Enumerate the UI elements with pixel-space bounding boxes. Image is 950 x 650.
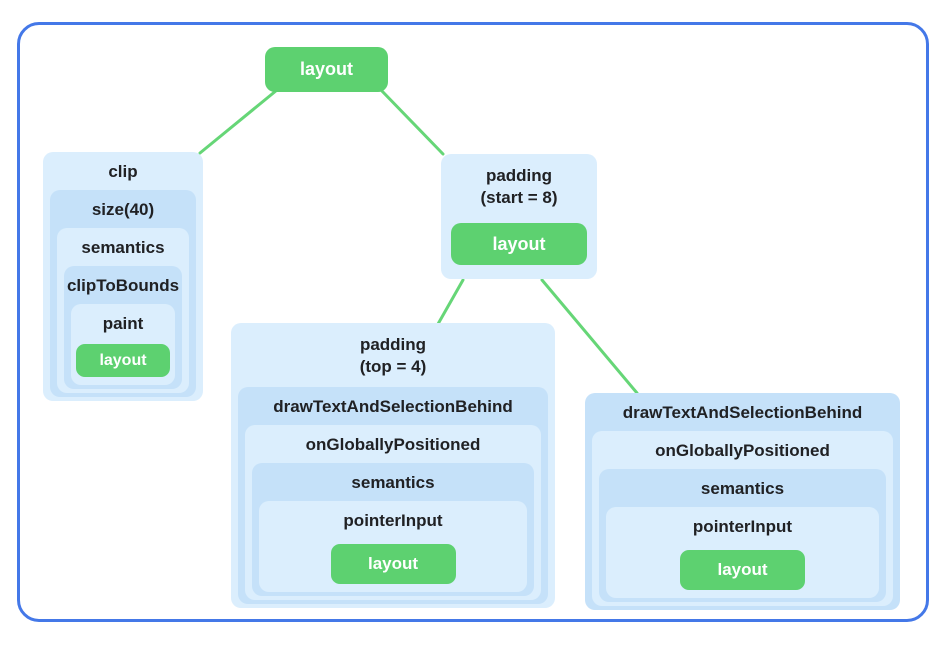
node-semantics-mid-label: semantics	[351, 473, 435, 492]
node-semantics-right-label: semantics	[700, 479, 785, 498]
padding-start-line2: (start = 8)	[480, 188, 558, 207]
box-padding-top: padding (top = 4) drawTextAndSelectionBeh…	[231, 323, 555, 608]
box-padding-start: padding (start = 8) layout	[441, 154, 597, 279]
node-pointerinput-right: pointerInput layout	[606, 507, 879, 598]
node-pointerinput-right-label: pointerInput	[692, 517, 793, 536]
node-cliptobounds-label: clipToBounds	[66, 276, 180, 295]
box-drawtext: drawTextAndSelectionBehind onGloballyPos…	[585, 393, 900, 610]
node-drawtext-right-label: drawTextAndSelectionBehind	[622, 403, 863, 422]
node-size-label: size(40)	[91, 200, 155, 219]
padding-top-line2: (top = 4)	[359, 357, 427, 376]
node-ongloballypositioned-right: onGloballyPositioned semantics pointerIn…	[592, 431, 893, 606]
padding-start-line1: padding	[485, 166, 553, 185]
node-drawtext-mid-label: drawTextAndSelectionBehind	[273, 397, 513, 416]
node-layout-leaf-drawtext: layout	[680, 550, 805, 590]
node-size: size(40) semantics clipToBounds paint la…	[50, 190, 196, 397]
node-semantics: semantics clipToBounds paint layout	[57, 228, 189, 393]
node-semantics-mid: semantics pointerInput layout	[252, 463, 534, 596]
node-clip-label: clip	[108, 162, 138, 181]
node-semantics-label: semantics	[81, 238, 165, 257]
node-layout-leaf-padding-top: layout	[330, 544, 456, 584]
node-layout-root: layout	[265, 47, 388, 92]
box-clip: clip size(40) semantics clipToBounds pai…	[43, 152, 203, 401]
node-ongloballypositioned-mid: onGloballyPositioned semantics pointerIn…	[245, 425, 541, 600]
node-cliptobounds: clipToBounds paint layout	[64, 266, 182, 389]
node-pointerinput-mid: pointerInput layout	[259, 501, 527, 592]
padding-top-line1: padding	[359, 335, 427, 354]
node-drawtext-mid: drawTextAndSelectionBehind onGloballyPos…	[238, 387, 548, 604]
node-ongloballypositioned-mid-label: onGloballyPositioned	[305, 435, 481, 454]
node-padding-top-label: padding (top = 4)	[231, 323, 555, 387]
diagram-outer-frame	[17, 22, 929, 622]
node-semantics-right: semantics pointerInput layout	[599, 469, 886, 602]
node-paint-label: paint	[102, 314, 144, 333]
node-paint: paint layout	[71, 304, 175, 385]
node-layout-leaf-padding-start: layout	[451, 223, 587, 265]
node-layout-leaf-clip: layout	[76, 344, 170, 377]
node-ongloballypositioned-right-label: onGloballyPositioned	[655, 441, 830, 460]
node-padding-start-label: padding (start = 8)	[441, 154, 597, 218]
node-pointerinput-mid-label: pointerInput	[343, 511, 443, 530]
